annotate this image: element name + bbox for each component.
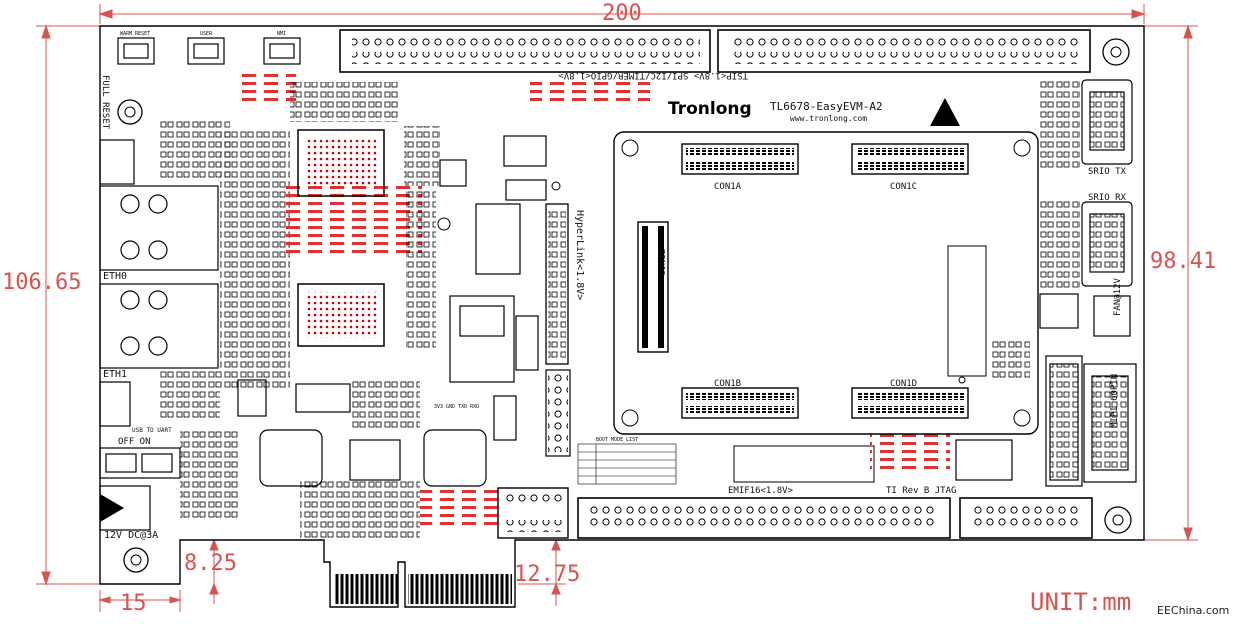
eth0-label: ETH0 [103, 271, 127, 282]
eth1-label: ETH1 [103, 369, 127, 380]
fan-label: FAN@12V [1113, 277, 1123, 316]
unit-label: UNIT:mm [1030, 588, 1131, 616]
mount-hole-bottom-right [1104, 506, 1132, 534]
mount-hole-bottom-left [123, 547, 149, 573]
top-header-right [717, 29, 1091, 73]
som-connectors [637, 143, 987, 419]
top-header-label: TSIP<1.8V> SPI/I2C/TIMER/GPIO<1.8V> [558, 70, 748, 80]
power-section [237, 135, 547, 487]
srio-tx-label: SRIO TX [1088, 167, 1127, 177]
con1d-label: CON1D [890, 379, 917, 389]
brand-logo: Tronlong [668, 99, 752, 119]
right-connectors [955, 79, 1137, 487]
hyperlink-connector [545, 203, 569, 365]
nmi-label: NMI [277, 31, 286, 37]
pcie-fingers-right [408, 574, 512, 604]
watermark: EEChina.com [1157, 604, 1229, 617]
pcie-fingers-left [334, 574, 398, 604]
mipi-label: MIPI 60PIN [1110, 374, 1120, 428]
jtag-label: TI Rev B JTAG [886, 486, 956, 496]
emif-label: EMIF16<1.8V> [728, 486, 794, 496]
con1b-label: CON1B [714, 379, 741, 389]
dimension-lines [36, 4, 1198, 612]
esd-warning-icon [930, 98, 960, 126]
srio-rx-label: SRIO RX [1088, 193, 1127, 203]
top-header-left [339, 29, 711, 73]
con1a-label: CON1A [714, 182, 742, 192]
usb-uart-label: USB TO UART [132, 427, 172, 434]
uart-pins-label: 3V3 GND TXD RXD [434, 404, 479, 410]
board-outline [99, 25, 1145, 608]
con1c-label: CON1C [890, 182, 917, 192]
boot-mode-table [577, 443, 677, 485]
reset-buttons [117, 37, 301, 65]
board-model: TL6678-EasyEVM-A2 [770, 100, 883, 113]
dim-bottom-middle: 12.75 [514, 562, 580, 587]
board-url: www.tronlong.com [790, 114, 867, 123]
mount-hole-top-right [1102, 38, 1130, 66]
left-connectors [99, 139, 219, 531]
warm-reset-label: WARM RESET [120, 31, 150, 37]
som-outline [613, 131, 1039, 435]
power-input-label: 12V DC@3A [104, 530, 158, 541]
misc-marks [437, 181, 966, 384]
emif-header [577, 497, 951, 539]
boot-mode-title: BOOT MODE LIST [596, 437, 638, 443]
dim-top-width: 200 [602, 1, 642, 26]
dsp-chips [297, 129, 385, 347]
user-label: USER [200, 31, 213, 37]
dip-switch [497, 487, 569, 539]
jtag-header [959, 497, 1093, 539]
dim-right-height: 98.41 [1150, 249, 1216, 274]
dim-bottom-left: 8.25 [184, 551, 237, 576]
dim-bottom-small: 15 [120, 591, 147, 616]
power-switch-label: OFF ON [118, 437, 151, 447]
full-reset-label: FULL RESET [100, 75, 110, 130]
dim-left-height: 106.65 [2, 270, 81, 295]
hyperlink-label: HyperLink<1.8V> [574, 210, 585, 300]
passive-components [160, 74, 1080, 540]
con1e-label: CON1E [658, 249, 668, 276]
mount-hole-top-left [117, 99, 143, 125]
side-header [545, 369, 571, 457]
